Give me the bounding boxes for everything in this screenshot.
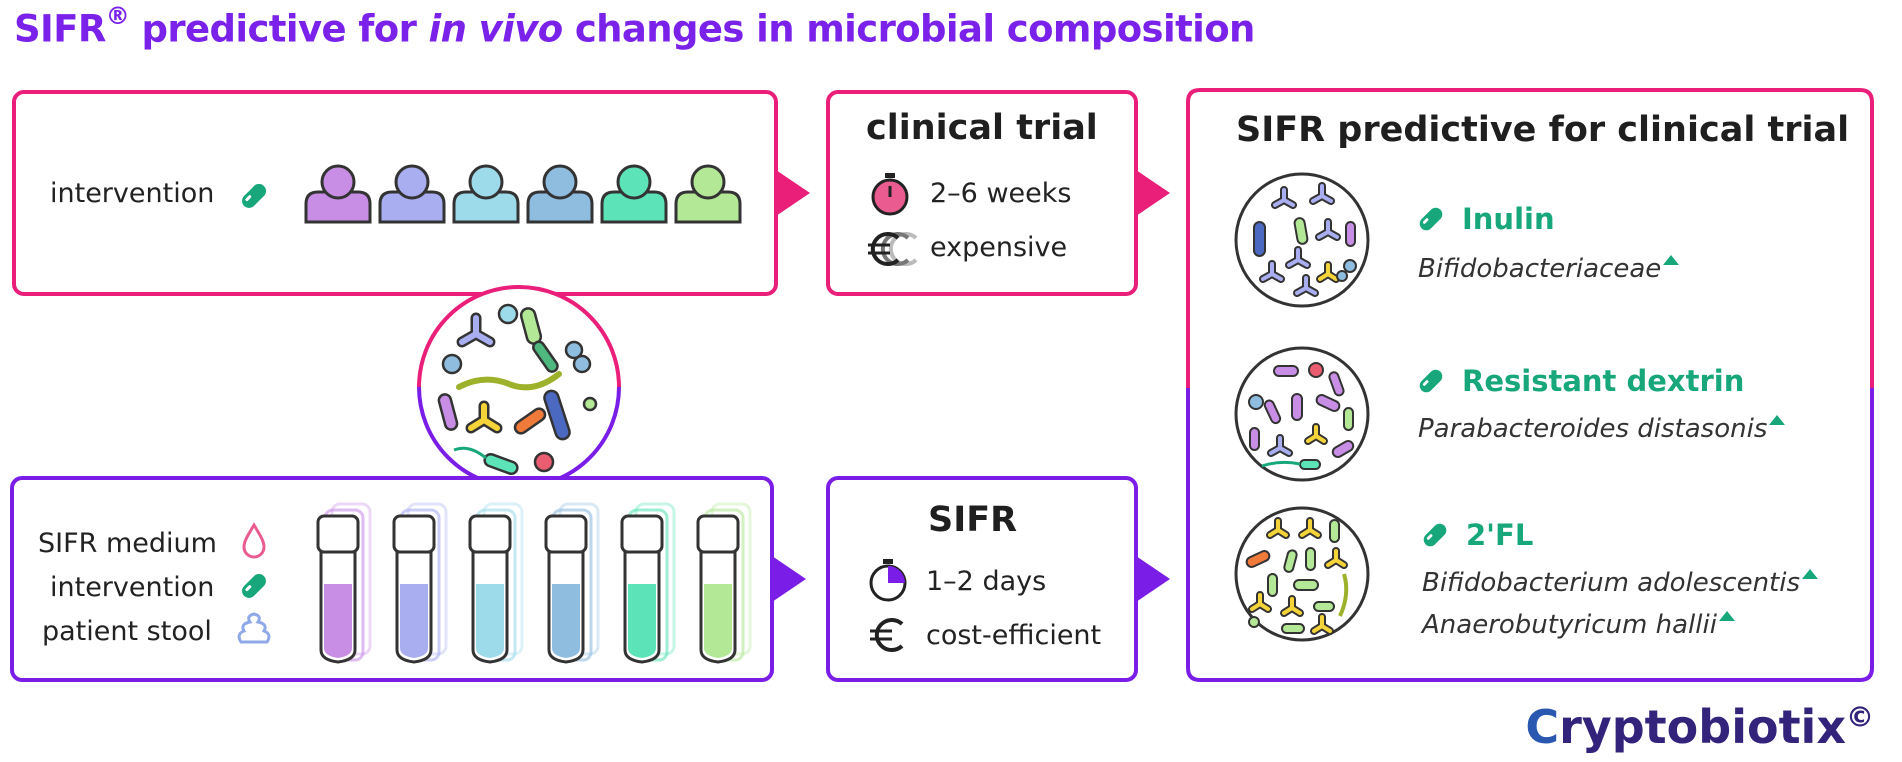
taxon-label: Parabacteroides distasonis <box>1418 414 1786 444</box>
person-icon <box>304 164 372 224</box>
pill-icon <box>1419 369 1443 393</box>
clinical-duration: 2–6 weeks <box>930 178 1072 209</box>
arrow-right-icon <box>776 170 810 216</box>
tube-icon <box>696 502 752 664</box>
clinical-cost: expensive <box>930 232 1068 263</box>
person-icon <box>452 164 520 224</box>
euro-icon <box>870 618 904 652</box>
pill-icon <box>242 184 266 208</box>
tube-icon <box>316 502 372 664</box>
sifr-duration: 1–2 days <box>926 566 1047 597</box>
drop-icon <box>242 522 266 559</box>
person-icon <box>674 164 742 224</box>
pill-icon <box>1419 207 1443 231</box>
tube-icon <box>468 502 524 664</box>
sample-tubes-row <box>316 502 752 664</box>
up-triangle-icon <box>1718 611 1735 621</box>
arrow-right-icon <box>1136 556 1170 602</box>
item-name-2fl: 2'FL <box>1466 518 1534 552</box>
stopwatch-icon <box>871 173 909 216</box>
up-triangle-icon <box>1802 569 1819 579</box>
taxon-label: Anaerobutyricum hallii <box>1422 610 1735 640</box>
person-icon <box>526 164 594 224</box>
taxon-label: Bifidobacteriaceae <box>1418 254 1680 284</box>
pill-icon <box>242 574 266 598</box>
patient-stool-label: patient stool <box>42 616 212 647</box>
person-icon <box>600 164 668 224</box>
predictive-title: SIFR predictive for clinical trial <box>1236 110 1850 150</box>
intervention-label: intervention <box>50 178 215 209</box>
up-triangle-icon <box>1769 415 1786 425</box>
microbe-circle <box>1234 346 1370 482</box>
up-triangle-icon <box>1663 255 1680 265</box>
logo-mark: C <box>1525 700 1560 754</box>
clinical-trial-title: clinical trial <box>866 108 1098 148</box>
pill-icon <box>1423 523 1447 547</box>
microbe-circle <box>1234 506 1370 642</box>
euro-icon <box>868 232 918 266</box>
tube-icon <box>544 502 600 664</box>
stool-icon <box>237 612 271 644</box>
arrow-right-icon <box>772 556 806 602</box>
item-name-inulin: Inulin <box>1462 202 1555 236</box>
taxon-label: Bifidobacterium adolescentis <box>1422 568 1819 598</box>
patient-people-row <box>304 164 742 224</box>
page-title: SIFR® predictive for in vivo changes in … <box>14 2 1255 51</box>
sifr-cost: cost-efficient <box>926 620 1102 651</box>
intervention-label-2: intervention <box>50 572 215 603</box>
stopwatch-icon <box>869 559 907 602</box>
cryptobiotix-logo: Cryptobiotix© <box>1525 700 1874 754</box>
item-name-resistant-dextrin: Resistant dextrin <box>1462 364 1745 398</box>
arrow-right-icon <box>1136 170 1170 216</box>
microbe-circle <box>1234 172 1370 308</box>
person-icon <box>378 164 446 224</box>
sifr-medium-label: SIFR medium <box>38 528 217 559</box>
tube-icon <box>392 502 448 664</box>
microbe-circle <box>417 285 621 489</box>
sifr-title: SIFR <box>928 500 1018 540</box>
tube-icon <box>620 502 676 664</box>
